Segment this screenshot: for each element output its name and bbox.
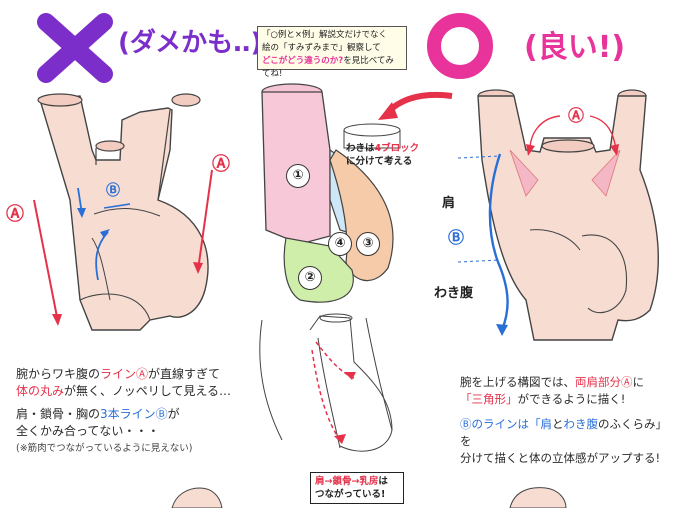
- bad-x-mark-icon: [37, 13, 113, 83]
- shoulder-label: 肩: [442, 196, 456, 211]
- left-label-a-inner: Ⓐ: [212, 154, 230, 175]
- right-label-b: Ⓑ: [448, 228, 465, 247]
- left-description: 腕からワキ腹のラインⒶが直線すぎて 体の丸みが無く、ノッペリして見える… 肩・鎖…: [16, 366, 256, 457]
- right-description: 腕を上げる構図では、両肩部分Ⓐに 「三角形」ができるように描く! Ⓑのラインは「…: [420, 374, 676, 467]
- bottom-right-figure: [509, 487, 567, 508]
- block-2-label: ②: [298, 266, 322, 290]
- armpit-block-diagram: [261, 83, 401, 303]
- note-tail: を見比べてみてね!: [262, 56, 394, 79]
- left-desc-line-4: 全くかみ合ってない・・・: [16, 424, 160, 438]
- bottom-left-figure: [171, 487, 223, 508]
- note-line-1: 「○例と×例」解説文だけでなく: [262, 30, 388, 40]
- four-blocks-note: わきは4ブロックに分けて考える: [346, 143, 420, 167]
- right-desc-line-3: Ⓑのラインは「肩とわき腹のふくらみ」を: [460, 417, 667, 448]
- note-line-3: どこがどう違うのか?を見比べてみてね!: [262, 55, 402, 81]
- instruction-note: 「○例と×例」解説文だけでなく 絵の「すみずみまで」観察して どこがどう違うのか…: [257, 26, 407, 79]
- bad-example-title: (ダメかも‥): [118, 28, 263, 58]
- left-desc-note: (※筋肉でつながっているように見えない): [16, 443, 193, 454]
- block-1-label: ①: [286, 164, 310, 188]
- left-desc-line-1: 腕からワキ腹のラインⒶが直線すぎて: [16, 367, 221, 381]
- block-3-label: ③: [356, 232, 380, 256]
- block-4-label: ④: [328, 232, 352, 256]
- left-desc-line-3: 肩・鎖骨・胸の3本ラインⒷが: [16, 407, 180, 421]
- left-label-a-outer: Ⓐ: [6, 204, 24, 225]
- note-emphasis: どこがどう違うのか?: [262, 56, 344, 66]
- note-line-2: 絵の「すみずみまで」観察して: [262, 43, 381, 53]
- left-label-b: Ⓑ: [106, 183, 120, 199]
- connection-note: 肩→鎖骨→乳房はつながっている!: [310, 472, 404, 504]
- right-label-a: Ⓐ: [568, 106, 585, 125]
- right-desc-line-1: 腕を上げる構図では、両肩部分Ⓐに: [460, 375, 644, 389]
- flank-label: わき腹: [434, 286, 474, 301]
- good-circle-mark-icon: [427, 13, 493, 79]
- curved-arrow-icon: [385, 92, 453, 115]
- right-desc-line-4: 分けて描くと体の立体感がアップする!: [460, 451, 661, 465]
- left-torso-figure: [33, 93, 213, 331]
- right-torso-figure: [457, 89, 659, 341]
- left-desc-line-2: 体の丸みが無く、ノッペリして見える…: [16, 384, 232, 398]
- armpit-line-sketch: [259, 313, 393, 452]
- right-desc-line-2: 「三角形」ができるように描く!: [460, 392, 626, 406]
- good-example-title: (良い!): [524, 30, 626, 65]
